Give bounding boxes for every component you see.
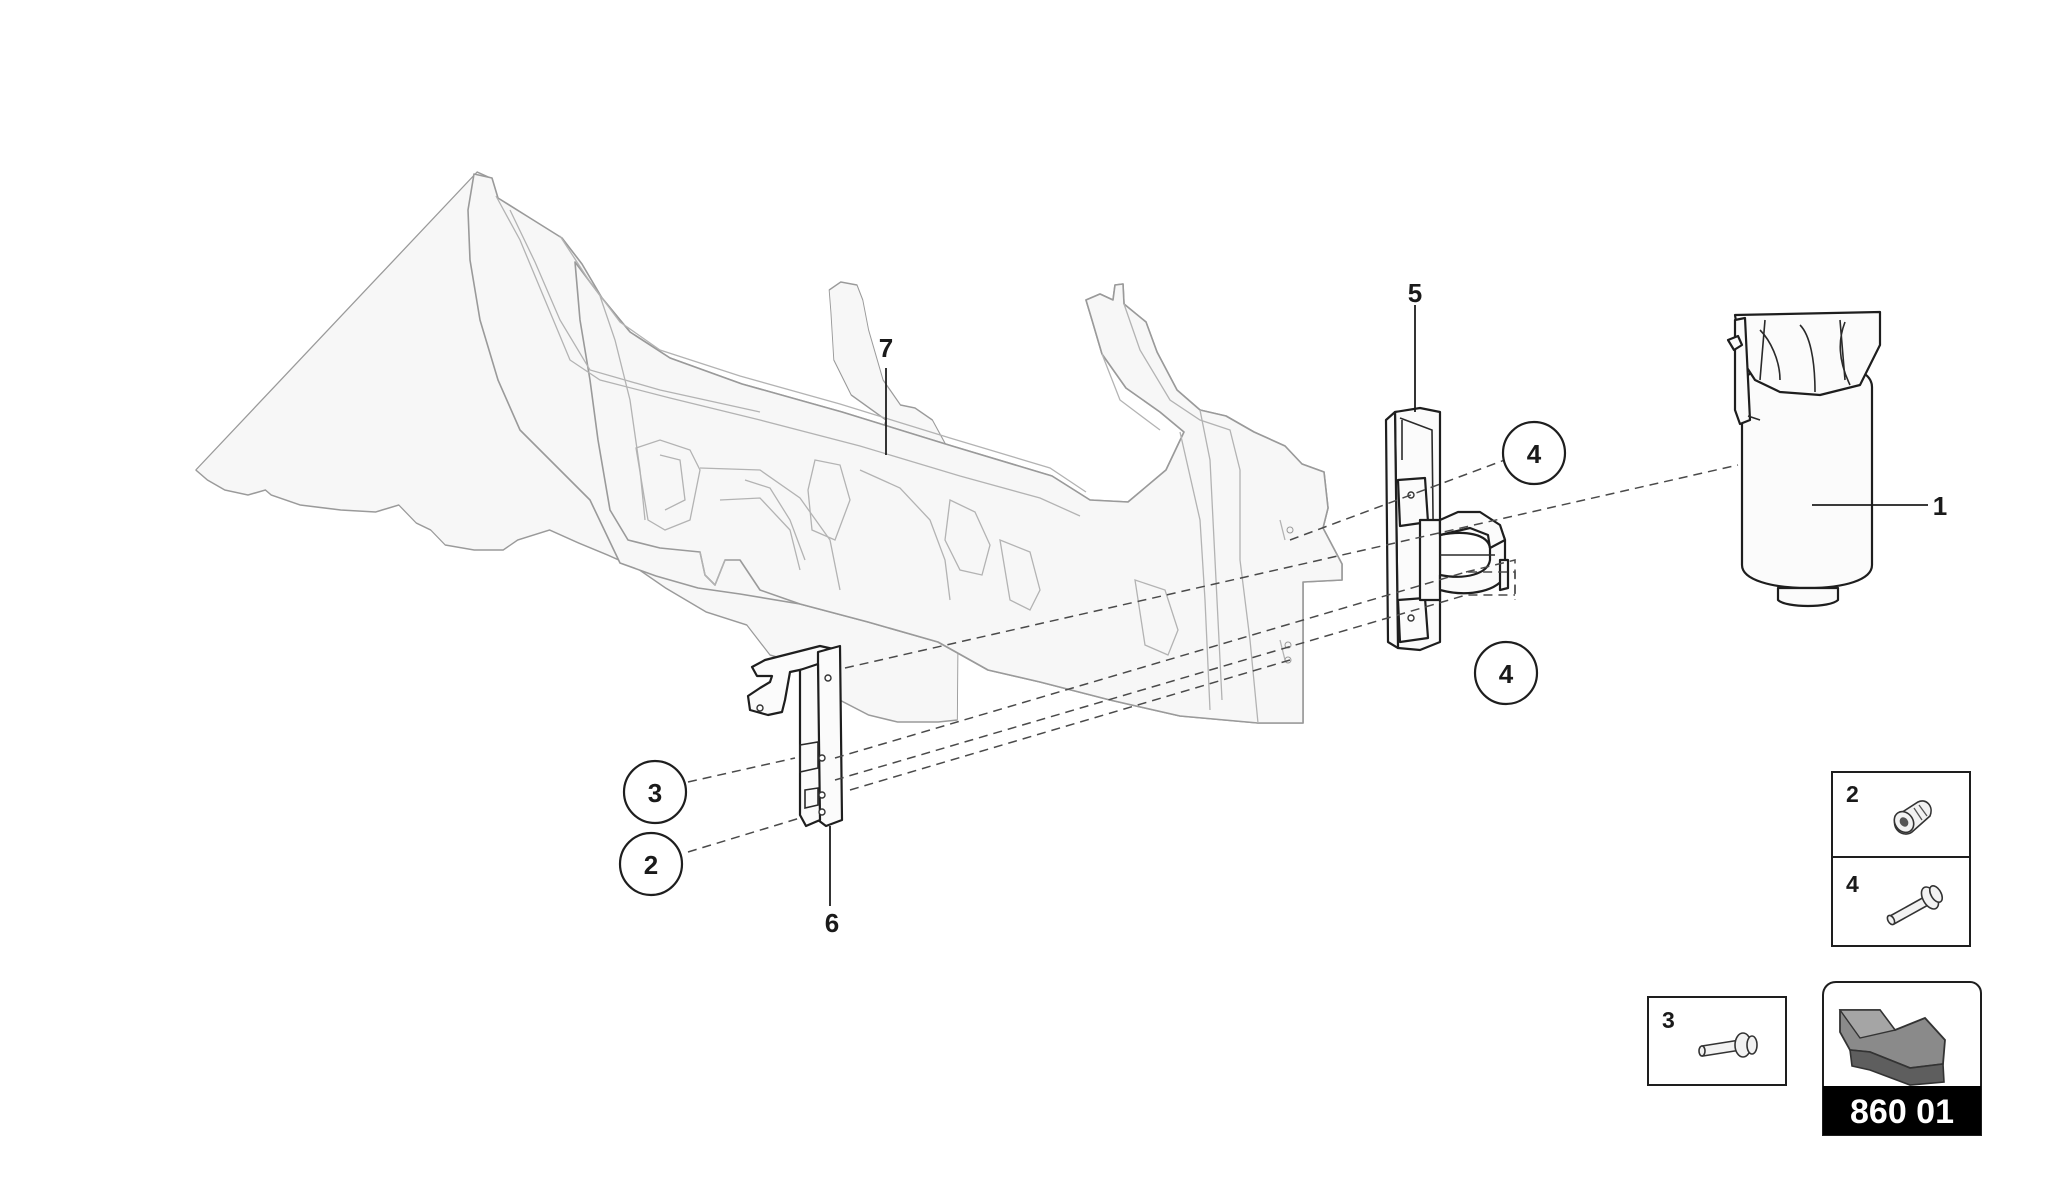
reference-code-box: 860 01 [1822, 981, 1982, 1136]
hardware-legend-item-3: 3 [1647, 996, 1787, 1086]
callout-circle-3: 3 [622, 759, 688, 825]
legend-item-4-label: 4 [1846, 871, 1859, 897]
bracket-part-6 [746, 644, 844, 828]
callout-2-label: 2 [644, 850, 658, 880]
leader-lines [829, 305, 1928, 906]
callout-circle-4-upper: 4 [1501, 420, 1567, 486]
hardware-legend: 2 4 [1831, 771, 1971, 947]
callout-7: 7 [879, 333, 893, 363]
callout-3-label: 3 [648, 778, 662, 808]
callout-1: 1 [1933, 491, 1947, 521]
reference-code-text: 860 01 [1850, 1093, 1954, 1131]
legend-item-4: 4 [1846, 871, 1944, 926]
rear-panel-outline [467, 173, 1343, 724]
callout-5: 5 [1408, 278, 1422, 308]
callout-circle-4-lower: 4 [1473, 640, 1539, 706]
callout-6: 6 [825, 908, 839, 938]
button-head-screw-icon [1698, 1032, 1758, 1058]
direction-arrow-icon [1838, 1009, 1946, 1086]
holder-part-5 [1384, 406, 1510, 652]
assembly-guide-lines [687, 457, 1739, 853]
legend-item-2: 2 [1846, 781, 1932, 835]
threaded-insert-icon [1893, 800, 1932, 835]
legend-item-2-label: 2 [1846, 781, 1859, 807]
callout-4-upper-label: 4 [1527, 439, 1542, 469]
flange-bolt-icon [1886, 885, 1944, 926]
callout-4-lower-label: 4 [1499, 659, 1514, 689]
callout-circle-2: 2 [618, 831, 684, 897]
legend-item-3-label: 3 [1662, 1007, 1675, 1033]
extinguisher-part-1 [1726, 310, 1882, 608]
